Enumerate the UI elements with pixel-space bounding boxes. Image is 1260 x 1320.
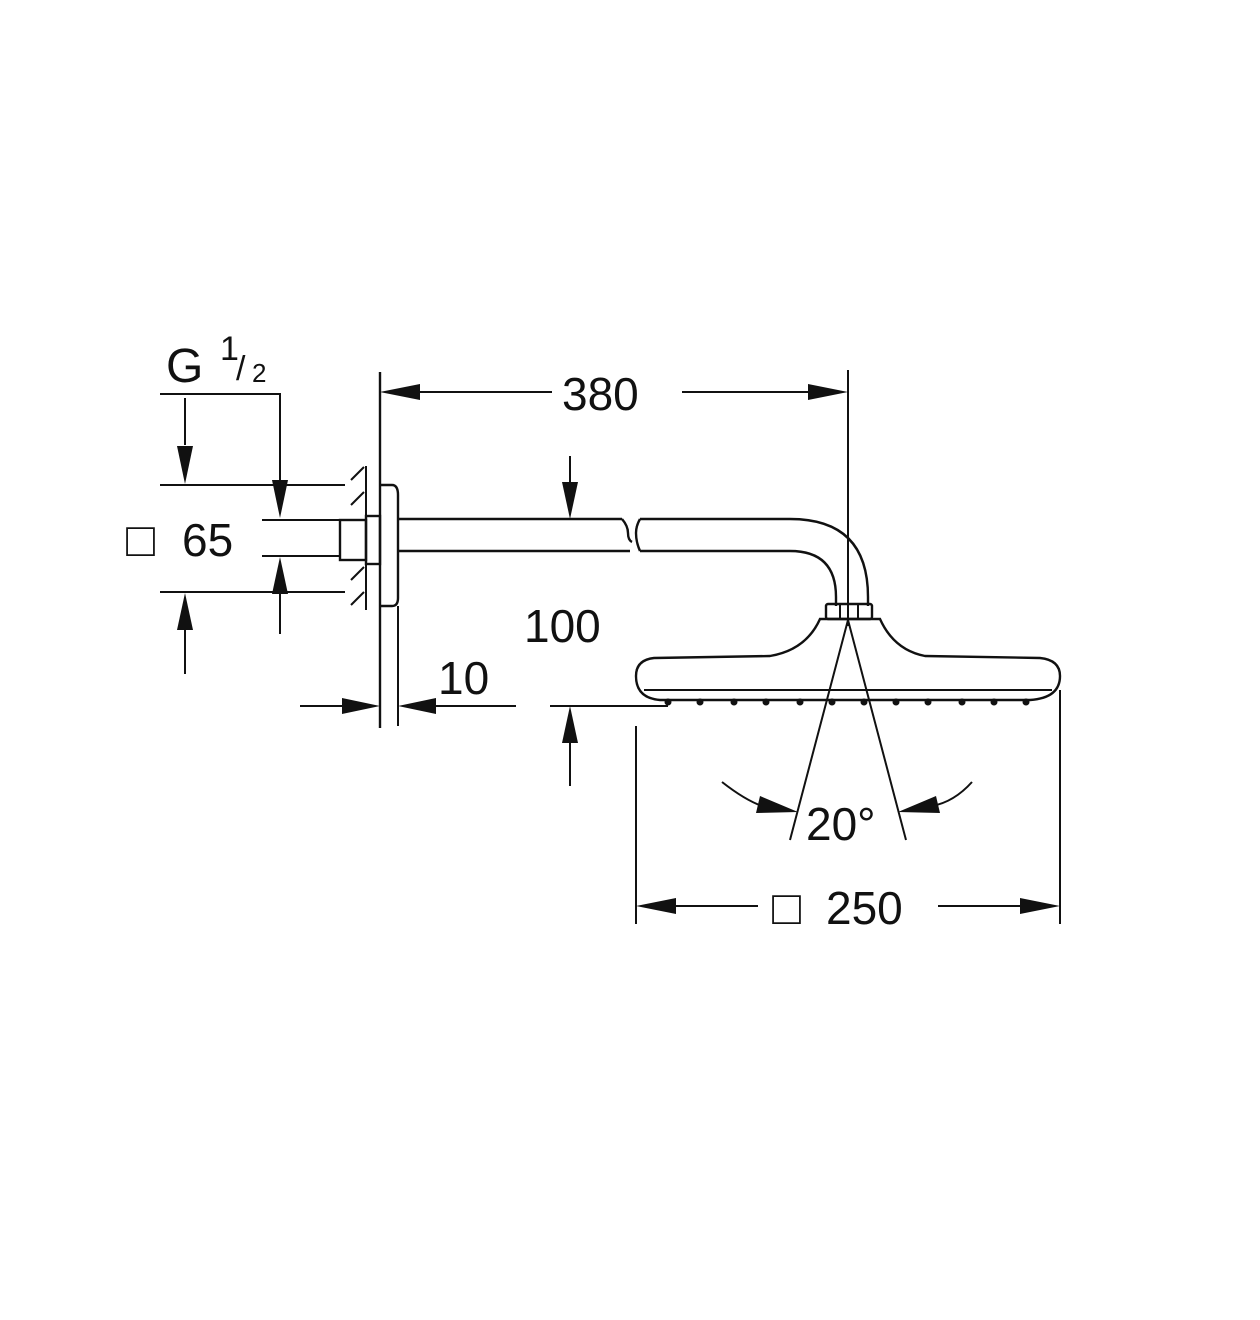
shower-arm [398, 517, 874, 621]
spray-angle-value: 20° [806, 798, 876, 850]
thread-slash: / [236, 350, 246, 388]
head-square-value: 250 [826, 882, 903, 934]
shower-head [634, 617, 1062, 706]
arm-projection-dimension: 380 [380, 368, 849, 626]
flange-square-dimension: □ 65 [126, 484, 345, 674]
thread-dimension: G 1 / 2 [160, 330, 288, 518]
flange-depth-dimension: 10 [300, 606, 516, 726]
thread-numerator: 1 [220, 330, 239, 368]
flange-depth-value: 10 [438, 652, 489, 704]
thread-denominator: 2 [252, 358, 266, 388]
arm-projection-value: 380 [562, 368, 639, 420]
wall-flange [338, 372, 400, 728]
flange-square-value: 65 [182, 514, 233, 566]
flange-square-symbol: □ [126, 514, 155, 567]
head-square-symbol: □ [772, 882, 801, 935]
drop-height-value: 100 [524, 600, 601, 652]
drop-height-dimension: 100 [524, 456, 668, 786]
thread-letter: G [166, 340, 203, 393]
spray-angle-dimension: 20° [721, 619, 973, 850]
head-square-dimension: □ 250 [635, 690, 1061, 935]
